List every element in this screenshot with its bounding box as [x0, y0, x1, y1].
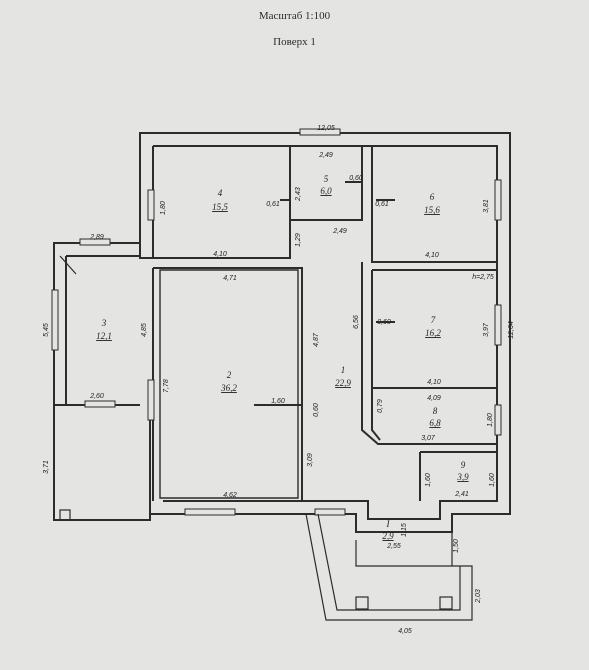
dim-room7-height: 3,97: [483, 322, 490, 337]
dim-room9-height-left: 1,60: [425, 473, 432, 487]
dim-room2-height-left: 7,78: [163, 379, 170, 393]
window-room2-bottom: [184, 508, 236, 516]
dim-corridor-height: 6,56: [353, 315, 360, 329]
dim-overall-height: 12,64: [508, 321, 515, 339]
room-1-area: 22,9: [335, 378, 351, 388]
window-room2-left: [147, 379, 155, 421]
floor-label: Поверх 1: [273, 36, 316, 48]
room-6-area: 15,6: [424, 205, 440, 215]
dim-room9-width: 2,41: [454, 491, 469, 498]
room-2-area: 36,2: [220, 383, 237, 393]
dim-room2-door: 1,60: [271, 398, 285, 405]
dim-porch-height: 2,03: [475, 589, 482, 604]
room-5-area: 6,0: [320, 186, 332, 196]
dim-room2-height-right: 4,87: [313, 332, 320, 347]
interior-walls: [152, 146, 497, 501]
room-3-area: 12,1: [96, 331, 112, 341]
window-room6-right: [494, 179, 502, 221]
dim-corridor-upper: 1,29: [295, 233, 302, 247]
dim-terrace-height: 3,71: [43, 460, 50, 474]
room-7-area: 16,2: [425, 328, 441, 338]
dim-room5-height: 2,43: [295, 187, 302, 202]
room-9-area: 3,9: [456, 472, 469, 482]
dim-ceiling-height: h=2,75: [472, 274, 494, 281]
dim-room3-height: 4,85: [141, 323, 148, 337]
room-5-number: 5: [324, 174, 329, 184]
window-room7-right: [494, 304, 502, 346]
dim-overall-width: 12,05: [317, 125, 335, 132]
dim-corridor-lower: 3,09: [307, 453, 314, 467]
dim-room8-height: 1,80: [487, 413, 494, 427]
window-corridor-bottom: [314, 508, 346, 516]
dim-room8-width-top: 4,09: [427, 395, 441, 402]
room-4-area: 15,5: [212, 202, 228, 212]
room-6-number: 6: [430, 192, 435, 202]
dim-room9-height-right: 1,60: [489, 473, 496, 487]
dim-room5-width: 2,49: [318, 152, 333, 159]
dim-room3-width-bottom: 2,60: [89, 393, 104, 400]
dim-room4-height: 1,80: [160, 201, 167, 215]
dim-corridor-width: 2,49: [332, 228, 347, 235]
dim-porch-width: 4,05: [398, 628, 412, 635]
room-I-area: 2,9: [382, 531, 394, 541]
window-room5-top: [299, 128, 341, 136]
windows: [51, 128, 502, 516]
window-room8-right: [494, 404, 502, 436]
room-8-number: 8: [433, 406, 438, 416]
porch: [53, 255, 473, 621]
window-room3-top: [79, 238, 111, 246]
window-room3-bottom: [84, 400, 116, 408]
dim-room7-door: 0,60: [377, 319, 391, 326]
dim-room2-width-bottom: 4,62: [223, 492, 237, 499]
dim-room6-door: 0,61: [375, 201, 389, 208]
dim-room6-width: 4,10: [425, 252, 439, 259]
dimension-labels: 12,05 2,49 2,43 0,60 0,61 0,61 1,80 3,81…: [43, 125, 515, 635]
room-1-number: 1: [341, 365, 346, 375]
room-2-number: 2: [227, 370, 232, 380]
room-labels: 4 15,5 5 6,0 6 15,6 3 12,1 2 36,2 1 22,9…: [96, 174, 469, 541]
window-room3-left: [51, 289, 59, 351]
dim-room6-height: 3,81: [483, 199, 490, 213]
dim-room3-width-top: 2,89: [89, 234, 104, 241]
room-7-number: 7: [431, 315, 436, 325]
dim-room5-door: 0,60: [349, 175, 363, 182]
room-9-number: 9: [461, 460, 466, 470]
exterior-walls: [53, 132, 511, 533]
room-3-number: 3: [101, 318, 107, 328]
dim-room2-width-top: 4,71: [223, 275, 237, 282]
dim-room8-bevel: 0,79: [377, 399, 384, 413]
window-room4-left: [147, 189, 155, 221]
dim-room4-door: 0,61: [266, 201, 280, 208]
dim-porch-step: 1,50: [453, 539, 460, 553]
dim-room7-width: 4,10: [427, 379, 441, 386]
room-8-area: 6,8: [429, 418, 441, 428]
dim-room8-width-bottom: 3,07: [421, 435, 436, 442]
dim-corridor-door: 0,60: [313, 403, 320, 417]
dim-room3-outer-height: 5,45: [43, 323, 50, 337]
room-4-number: 4: [218, 188, 223, 198]
room-I-number: I: [386, 519, 391, 529]
scale-label: Масштаб 1:100: [258, 10, 331, 22]
dim-vestibule-height: 1,15: [401, 523, 408, 537]
dim-vestibule-width: 2,55: [386, 543, 401, 550]
dim-room4-width: 4,10: [213, 251, 227, 258]
